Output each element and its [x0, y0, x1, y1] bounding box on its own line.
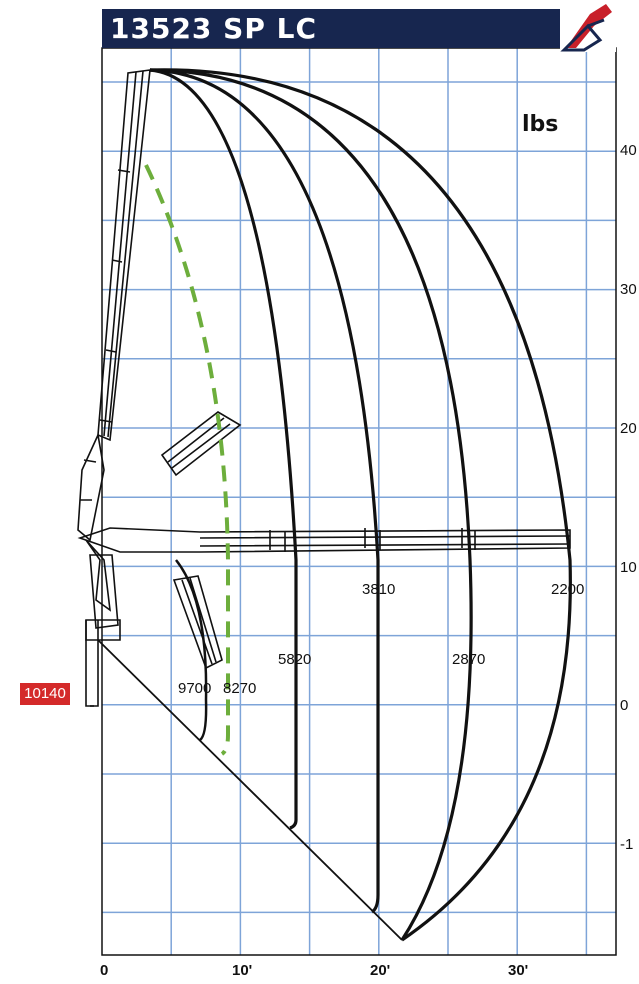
- reach-diagonal-line: [97, 639, 403, 941]
- crane-mast-drawing: [77, 69, 151, 542]
- x-tick-30: 30': [508, 962, 529, 979]
- y-tick-0: 0: [620, 697, 629, 714]
- x-tick-10: 10': [232, 962, 253, 979]
- load-label-3810: 3810: [362, 581, 396, 598]
- curve-9700: [175, 559, 208, 742]
- y-tick-30: 30: [620, 281, 637, 298]
- units-label: lbs: [522, 112, 559, 137]
- y-tick-10: 10: [620, 559, 637, 576]
- dashed-curve-8270: [144, 164, 230, 756]
- chart-frame: [101, 47, 617, 956]
- crane-logo-icon: [560, 0, 616, 52]
- curve-5820: [149, 68, 298, 830]
- curve-3810: [149, 68, 380, 914]
- y-tick-minus-1: -1: [620, 836, 634, 853]
- page-title: 13523 SP LC: [110, 12, 317, 45]
- crane-folded-boom-upper: [160, 411, 242, 477]
- y-tick-20: 20: [620, 420, 637, 437]
- load-curves: [149, 68, 572, 942]
- y-tick-40: 40: [620, 142, 637, 159]
- load-label-2870: 2870: [452, 651, 486, 668]
- crane-base-drawing: [85, 554, 121, 707]
- base-capacity-badge: 10140: [20, 683, 70, 705]
- x-tick-0: 0: [100, 962, 109, 979]
- title-bar: [102, 9, 560, 48]
- load-label-2200: 2200: [551, 581, 585, 598]
- curve-2870: [149, 68, 473, 941]
- load-label-9700: 9700: [178, 680, 212, 697]
- load-label-5820: 5820: [278, 651, 312, 668]
- grid-lines: [102, 48, 616, 955]
- load-label-8270: 8270: [223, 680, 257, 697]
- crane-folded-boom-lower: [172, 575, 223, 670]
- crane-boom-horizontal: [77, 527, 571, 612]
- curve-outer-2200: [149, 68, 572, 942]
- x-tick-20: 20': [370, 962, 391, 979]
